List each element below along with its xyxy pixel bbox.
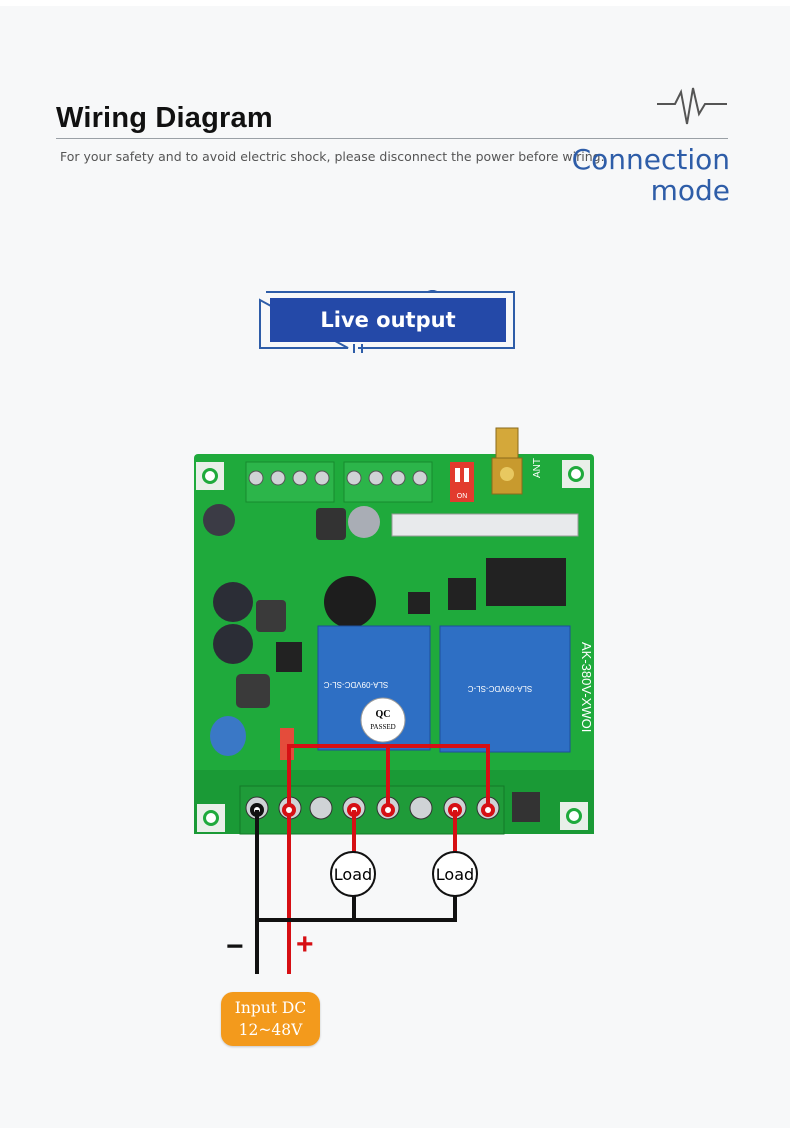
mounting-hole-bottom-right	[560, 802, 588, 830]
safety-note: For your safety and to avoid electric sh…	[60, 149, 605, 164]
capacitor-ck	[213, 624, 253, 664]
dip-switch: ON	[450, 462, 474, 502]
plus-sign: +	[296, 928, 314, 961]
buzzer	[324, 576, 376, 628]
mounting-hole-top-right	[562, 460, 590, 488]
qc-line2: PASSED	[370, 723, 395, 731]
inductor-2	[256, 600, 286, 632]
input-dc-line1: Input DC	[234, 999, 307, 1017]
mounting-hole-bottom-left	[197, 804, 225, 832]
varistor	[210, 716, 246, 756]
page-title: Wiring Diagram	[56, 102, 273, 134]
bottom-terminal-block	[239, 785, 505, 835]
capacitor-ch	[213, 582, 253, 622]
top-terminal-block-right	[343, 461, 433, 503]
capacitor-2	[348, 506, 380, 538]
mounting-hole-top-left	[196, 462, 224, 490]
capacitor-1	[203, 504, 235, 536]
dip-label: ON	[457, 493, 468, 500]
relay-right-text: SLA-09VDC-SL-C	[468, 684, 533, 693]
wiring-diagram: ON ANT	[194, 427, 594, 974]
connection-mode-heading: Connection mode	[572, 144, 730, 206]
live-output-badge: Live output	[258, 287, 518, 354]
relay-board: ON ANT	[194, 427, 594, 835]
connection-mode-line2: mode	[650, 174, 730, 207]
inductor-3	[236, 674, 270, 708]
qc-line1: QC	[376, 709, 391, 720]
relay-left-text: SLA-09VDC-SL-C	[324, 680, 389, 689]
minus-sign: −	[226, 930, 244, 963]
antenna-connector	[491, 427, 523, 495]
input-dc-badge: Input DC 12~48V	[221, 992, 320, 1046]
load-wires-red	[352, 810, 457, 852]
small-chip	[408, 592, 430, 614]
mcu-chip	[486, 558, 566, 606]
antenna-label: ANT	[532, 458, 543, 478]
board-model-text: AK-380V-XWOI	[579, 642, 594, 732]
top-terminal-block-left	[245, 461, 335, 503]
load-1: Load	[330, 851, 376, 897]
connection-mode-line1: Connection	[571, 143, 730, 176]
relay-right: SLA-09VDC-SL-C	[439, 625, 571, 753]
regulator-chip	[448, 578, 476, 610]
inductor-1	[316, 508, 346, 540]
page: Wiring Diagram For your safety and to av…	[0, 6, 790, 1128]
live-output-label: Live output	[320, 308, 456, 332]
badge-frame	[259, 287, 515, 353]
input-dc-line2: 12~48V	[238, 1021, 303, 1039]
title-divider	[56, 138, 728, 139]
rf-module	[391, 513, 579, 537]
load-2-label: Load	[436, 865, 474, 884]
load-2: Load	[432, 851, 478, 897]
reset-button	[512, 792, 540, 822]
neutral-wires-black	[255, 810, 457, 974]
driver-chip	[276, 642, 302, 672]
load-1-label: Load	[334, 865, 372, 884]
qc-passed-sticker: QC PASSED	[360, 697, 406, 743]
pulse-icon	[657, 87, 727, 125]
live-wires	[287, 744, 490, 974]
